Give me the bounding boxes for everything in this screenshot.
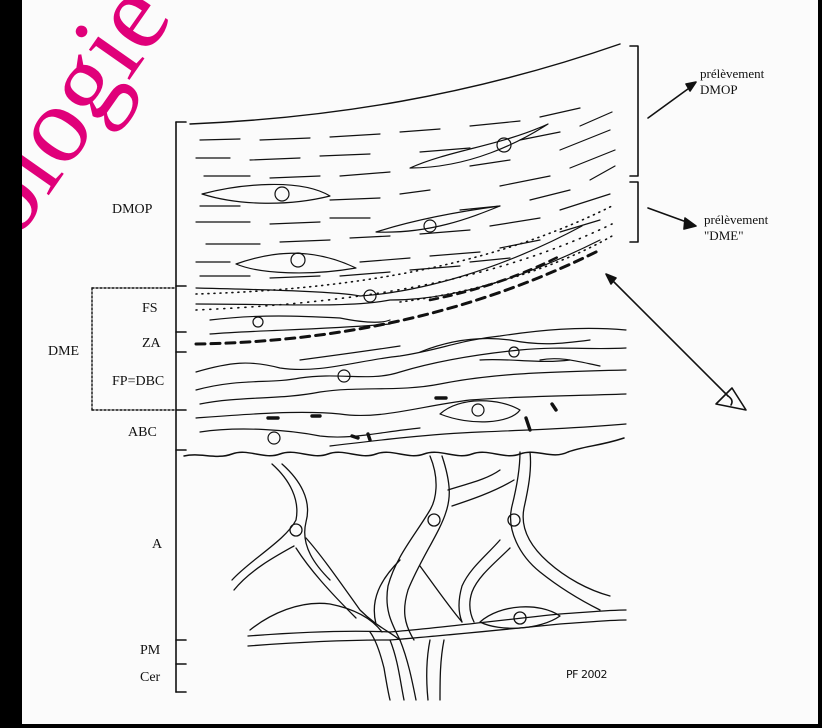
sample-dme-label-line2: "DME" bbox=[704, 228, 744, 243]
label-fp-dbc: FP=DBC bbox=[112, 374, 164, 390]
artist-signature: PF 2002 bbox=[566, 668, 607, 681]
label-pm: PM bbox=[140, 643, 160, 659]
view-arrow bbox=[606, 274, 728, 396]
eye-icon bbox=[716, 388, 746, 410]
svg-text:ologie: ologie bbox=[0, 0, 193, 252]
label-za: ZA bbox=[142, 336, 161, 352]
left-frame-bar bbox=[0, 0, 22, 728]
sample-dmop-label-line2: DMOP bbox=[700, 82, 738, 97]
sample-arrows bbox=[648, 82, 696, 229]
right-brackets bbox=[630, 46, 638, 242]
label-cer: Cer bbox=[140, 670, 160, 686]
label-a: A bbox=[152, 537, 162, 553]
pm-cer-layers bbox=[248, 607, 626, 700]
dme-dotted-bracket bbox=[92, 288, 176, 410]
sample-dme-label-line1: prélèvement bbox=[704, 212, 768, 227]
label-abc: ABC bbox=[128, 425, 157, 441]
watermark-logo: ologie bbox=[0, 0, 226, 252]
label-fs: FS bbox=[142, 301, 158, 317]
label-dme: DME bbox=[48, 344, 79, 360]
sample-dmop-label-line1: prélèvement bbox=[700, 66, 764, 81]
abc-layer bbox=[184, 394, 626, 456]
